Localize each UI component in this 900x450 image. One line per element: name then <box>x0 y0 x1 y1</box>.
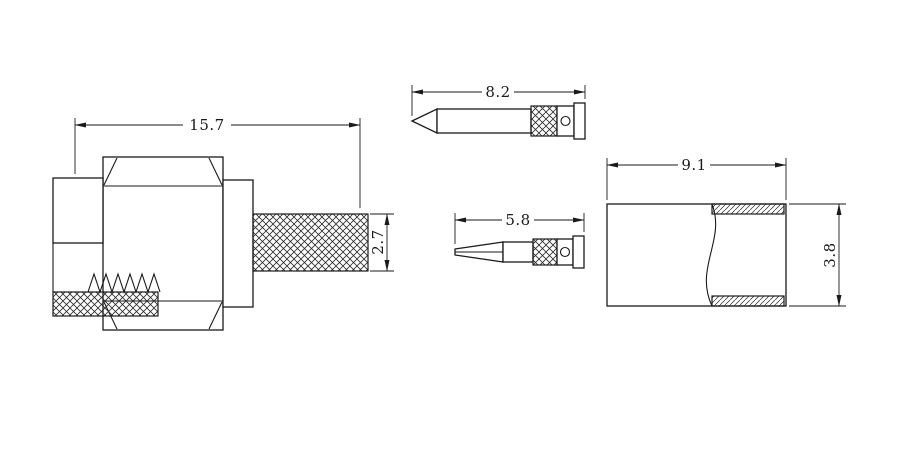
flange-step <box>222 179 254 308</box>
pin-knurl-band <box>532 238 558 266</box>
pin-end-flange <box>572 235 585 269</box>
interface-sleeve <box>52 177 104 244</box>
pin-collar <box>556 238 574 266</box>
dim-text-barrel-diameter: 2.7 <box>369 229 387 254</box>
ferrule-wall-top-hatch <box>711 203 785 215</box>
dim-pin-long-length: 8.2 <box>411 83 586 116</box>
pin-knurl-band <box>530 105 558 137</box>
ferrule-wall-bottom-hatch <box>711 295 785 307</box>
dim-barrel-diameter: 2.7 <box>369 213 394 272</box>
dim-text-pin-long-length: 8.2 <box>485 83 510 101</box>
pin-collar <box>556 105 575 137</box>
pin-cross-hole <box>559 246 571 258</box>
pin-cross-hole <box>560 115 571 127</box>
pin-end-flange <box>573 102 586 140</box>
hex-chamfer-top-left <box>103 157 118 186</box>
hex-chamfer-bottom-right <box>208 301 223 330</box>
connector-body-view <box>52 156 369 331</box>
dim-ferrule-length: 9.1 <box>606 156 787 200</box>
dim-body-length: 15.7 <box>74 116 361 208</box>
gasket-hatch-strip <box>52 291 159 317</box>
dim-text-pin-short-length: 5.8 <box>505 211 530 229</box>
ferrule-view <box>606 203 787 307</box>
dim-ferrule-diameter: 3.8 <box>789 203 846 307</box>
ferrule-outline <box>606 203 787 307</box>
pin-body <box>436 108 532 134</box>
center-pin-long-view <box>410 102 586 140</box>
ferrule-break-curve <box>705 203 717 307</box>
hex-chamfer-top-right <box>208 157 223 186</box>
pin-body <box>502 241 534 263</box>
dim-pin-short-length: 5.8 <box>454 211 585 244</box>
dim-text-ferrule-diameter: 3.8 <box>821 242 839 267</box>
center-pin-short-view <box>454 235 585 269</box>
pin-tip <box>410 107 438 135</box>
dim-text-ferrule-length: 9.1 <box>681 156 706 174</box>
crimp-barrel-knurl <box>252 213 369 272</box>
dim-text-body-length: 15.7 <box>189 116 224 134</box>
